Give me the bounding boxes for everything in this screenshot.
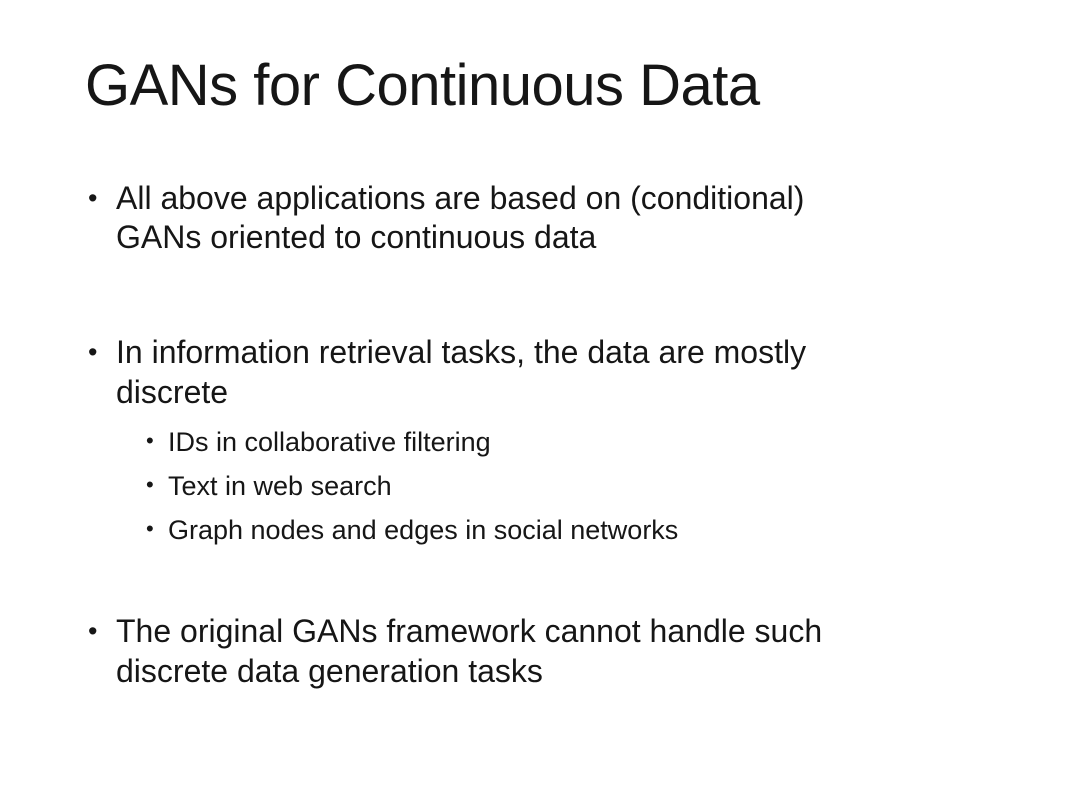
bullet-line: All above applications are based on (con… bbox=[116, 179, 805, 216]
bullet-line: discrete bbox=[116, 373, 229, 410]
bullet-line: The original GANs framework cannot handl… bbox=[116, 613, 823, 650]
sub-bullet-item-1: • IDs in collaborative filtering bbox=[146, 425, 1030, 460]
bullet-icon: • bbox=[146, 427, 154, 453]
slide-body: • All above applications are based on (c… bbox=[0, 179, 1080, 691]
sub-bullet-item-2: • Text in web search bbox=[146, 469, 1030, 504]
bullet-icon: • bbox=[146, 516, 154, 542]
slide-title: GANs for Continuous Data bbox=[85, 53, 760, 118]
sub-bullet-text: Text in web search bbox=[168, 471, 392, 502]
bullet-text: In information retrieval tasks, the data… bbox=[116, 333, 1030, 548]
bullet-line: In information retrieval tasks, the data… bbox=[116, 334, 807, 371]
bullet-text: All above applications are based on (con… bbox=[116, 179, 1030, 258]
bullet-icon: • bbox=[88, 337, 98, 368]
sub-bullet-text: Graph nodes and edges in social networks bbox=[168, 515, 679, 546]
bullet-line: GANs oriented to continuous data bbox=[116, 218, 597, 255]
bullet-item-2: • In information retrieval tasks, the da… bbox=[88, 333, 1030, 548]
sub-bullet-list: • IDs in collaborative filtering • Text … bbox=[146, 425, 1030, 548]
bullet-item-3: • The original GANs framework cannot han… bbox=[88, 612, 1030, 691]
bullet-item-1: • All above applications are based on (c… bbox=[88, 179, 1030, 258]
bullet-icon: • bbox=[146, 472, 154, 498]
bullet-text: The original GANs framework cannot handl… bbox=[116, 612, 1030, 691]
bullet-icon: • bbox=[88, 182, 98, 213]
bullet-icon: • bbox=[88, 616, 98, 647]
sub-bullet-text: IDs in collaborative filtering bbox=[168, 426, 491, 457]
sub-bullet-item-3: • Graph nodes and edges in social networ… bbox=[146, 513, 1030, 548]
bullet-line: discrete data generation tasks bbox=[116, 652, 543, 689]
